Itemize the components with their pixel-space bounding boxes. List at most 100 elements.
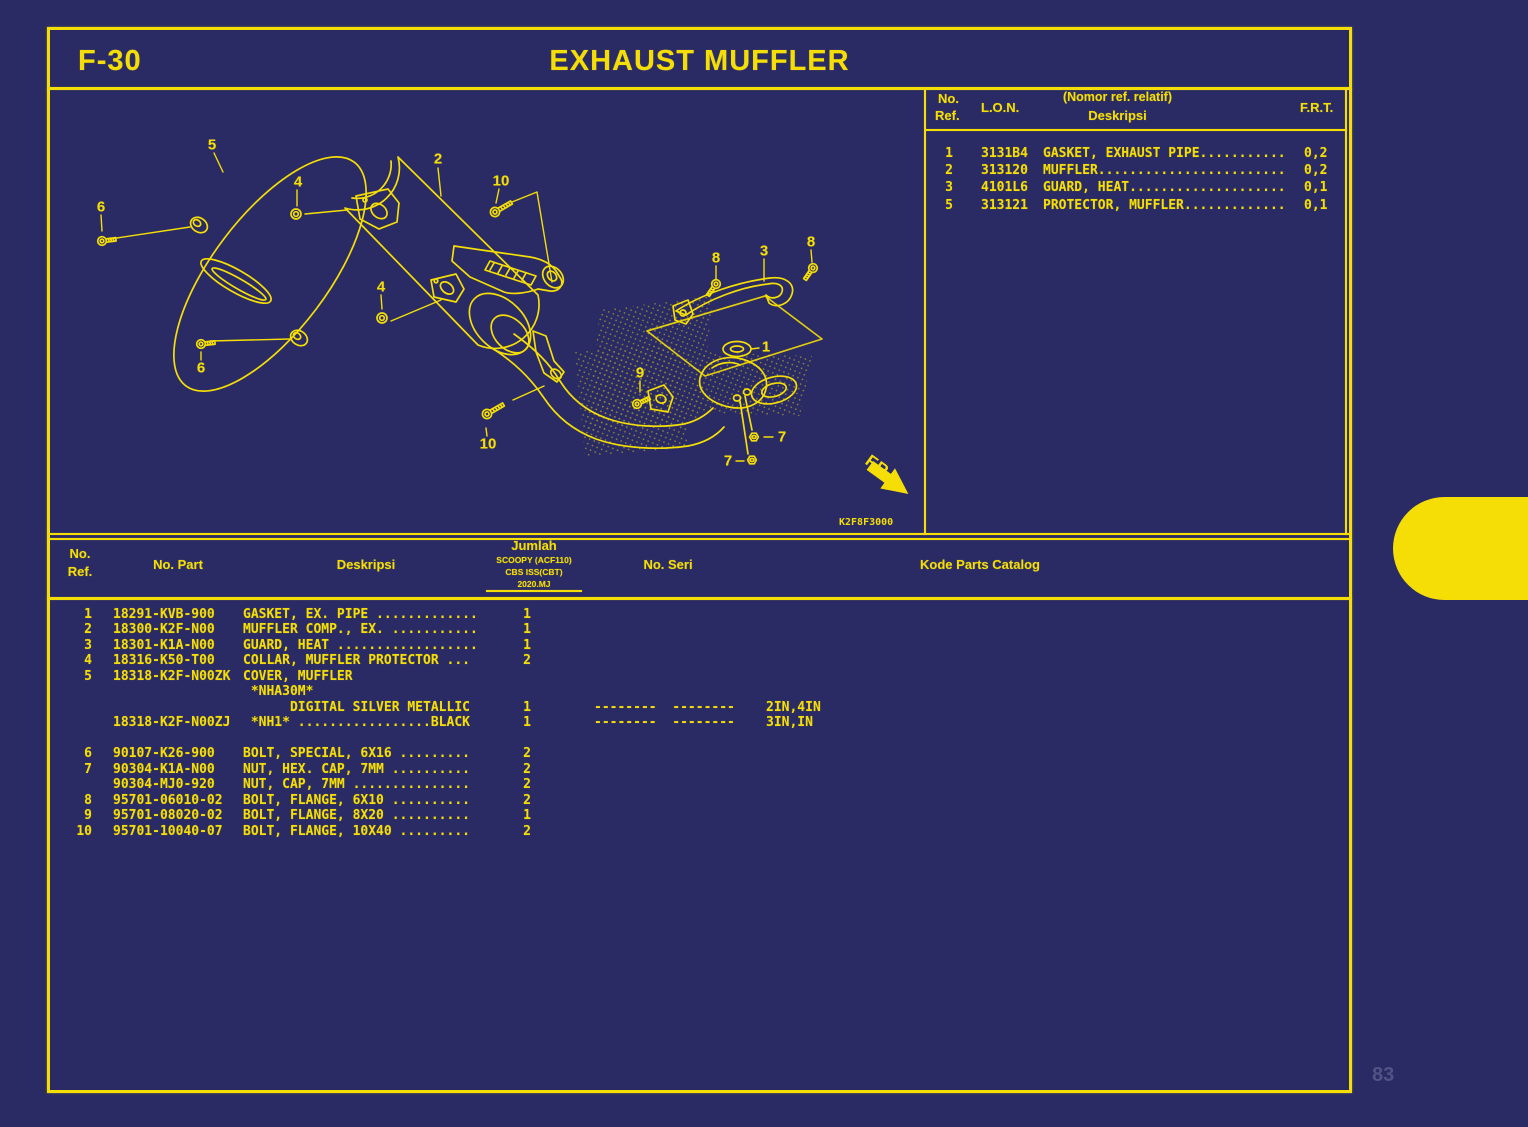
ref-cell-deskripsi: PROTECTOR, MUFFLER............. [1043,197,1286,213]
diagram-callout-6: 6 [196,359,206,377]
diagram-callout-1: 1 [761,338,771,356]
ref-cell-frt: 0,1 [1304,197,1328,213]
diagram-callout-5: 5 [207,136,217,154]
parts-cell-ref: 10 [76,823,92,839]
parts-cell-qty: 2 [523,823,531,839]
parts-cell-ref: 7 [84,761,92,777]
page-title: EXHAUST MUFFLER [549,45,850,77]
parts-cell-qty: 2 [523,777,531,792]
parts-cell-deskripsi: BOLT, FLANGE, 10X40 ......... [243,823,470,839]
parts-cell-ref: 2 [84,622,92,637]
parts-cell-ref: 1 [84,606,92,622]
parts-cell-qty: 2 [523,653,531,668]
parts-table-row: 2 18300-K2F-N00 MUFFLER COMP., EX. .......… [0,622,1528,638]
parts-cell-deskripsi: DIGITAL SILVER METALLIC [243,699,470,715]
parts-cell-ref: 6 [84,746,92,761]
diagram-callout-6: 6 [96,198,106,216]
parts-header-jumlah-sub3: 2020.MJ [517,579,551,589]
ref-cell-lon: 3131B4 [981,146,1028,161]
diagram-callout-8: 8 [806,233,816,251]
parts-cell-deskripsi: MUFFLER COMP., EX. ........... [243,622,478,637]
parts-cell-deskripsi: GASKET, EX. PIPE ............. [243,606,478,622]
parts-cell-deskripsi: BOLT, FLANGE, 6X10 .......... [243,792,470,808]
parts-cell-qty: 2 [523,761,531,777]
parts-table-row: 8 95701-06010-02 BOLT, FLANGE, 6X10 ......… [0,793,1528,809]
parts-header-deskripsi: Deskripsi [336,557,396,572]
parts-header-part: No. Part [153,557,203,572]
ref-cell-frt: 0,2 [1304,146,1328,161]
parts-cell-part: 90304-MJ0-920 [113,777,215,792]
page-code: F-30 [78,45,142,77]
parts-cell-part: 18316-K50-T00 [113,653,215,668]
ref-cell-no: 2 [945,163,953,179]
diagram-callout-4: 4 [293,173,303,191]
parts-cell-deskripsi: COLLAR, MUFFLER PROTECTOR ... [243,653,470,668]
parts-table-row [0,731,1528,747]
parts-cell-qty: 1 [523,606,531,622]
ref-table-header-ref: Ref. [935,108,960,123]
ref-cell-deskripsi: GASKET, EXHAUST PIPE........... [1043,146,1286,161]
jumlah-underline [486,590,582,592]
diagram-callout-7: 7 [723,452,733,470]
parts-cell-deskripsi: GUARD, HEAT .................. [243,637,478,653]
diagram-callout-4: 4 [376,278,386,296]
diagram-callout-10: 10 [492,172,510,190]
parts-cell-part: 95701-10040-07 [113,823,223,839]
ref-cell-frt: 0,2 [1304,163,1328,179]
ref-table-header-rule [925,129,1347,131]
parts-cell-seri: -------- -------- [594,699,735,715]
parts-table-row: *NHA30M* [0,684,1528,700]
band-top-rule [47,538,1352,540]
ref-cell-no: 3 [945,180,953,196]
parts-cell-qty: 1 [523,637,531,653]
parts-header-jumlah: Jumlah [511,538,557,553]
parts-cell-deskripsi: *NH1* .................BLACK [243,715,470,730]
ref-cell-frt: 0,1 [1304,180,1328,196]
ref-table-header-deskripsi: Deskripsi [1088,108,1147,123]
parts-cell-qty: 2 [523,792,531,808]
parts-cell-part: 90304-K1A-N00 [113,761,215,777]
ref-cell-no: 1 [945,146,953,161]
ref-table-header-lon: L.O.N. [981,100,1020,115]
parts-cell-ref: 9 [84,808,92,823]
parts-cell-part: 18300-K2F-N00 [113,622,215,637]
page-number: 83 [1372,1064,1395,1086]
parts-table-row: 90304-MJ0-920 NUT, CAP, 7MM .............… [0,777,1528,793]
parts-header-seri: No. Seri [643,557,693,572]
diagram-callout-8: 8 [711,249,721,267]
parts-header-jumlah-sub1: SCOOPY (ACF110) [496,555,572,565]
parts-cell-qty: 1 [523,715,531,730]
parts-cell-deskripsi: *NHA30M* [243,684,314,699]
ref-table-right-rule [1345,88,1347,535]
parts-table-row: 7 90304-K1A-N00 NUT, HEX. CAP, 7MM .......… [0,762,1528,778]
parts-cell-ref: 3 [84,637,92,653]
parts-cell-ref: 5 [84,668,92,684]
parts-cell-deskripsi: BOLT, SPECIAL, 6X16 ......... [243,746,470,761]
ref-table-row: 1 3131B4 GASKET, EXHAUST PIPE........... 0,… [0,146,1528,162]
header-rule [47,87,1352,90]
parts-table-row: DIGITAL SILVER METALLIC 1 -------- -------… [0,700,1528,716]
parts-cell-seri: -------- -------- [594,715,735,730]
parts-cell-ref: 8 [84,792,92,808]
page-border [47,27,1352,1093]
diagram-table-divider [924,88,926,535]
diagram-callout-3: 3 [759,242,769,260]
parts-cell-part: 95701-06010-02 [113,792,223,808]
section-index-tab[interactable] [1393,497,1528,600]
diagram-bottom-rule [47,533,1352,535]
ref-cell-no: 5 [945,197,953,213]
parts-cell-deskripsi: NUT, HEX. CAP, 7MM .......... [243,761,470,777]
diagram-callout-9: 9 [635,364,645,382]
parts-cell-deskripsi: NUT, CAP, 7MM ............... [243,777,470,792]
parts-cell-part: 90107-K26-900 [113,746,215,761]
parts-header-kode: Kode Parts Catalog [920,557,1040,572]
parts-cell-qty: 1 [523,699,531,715]
